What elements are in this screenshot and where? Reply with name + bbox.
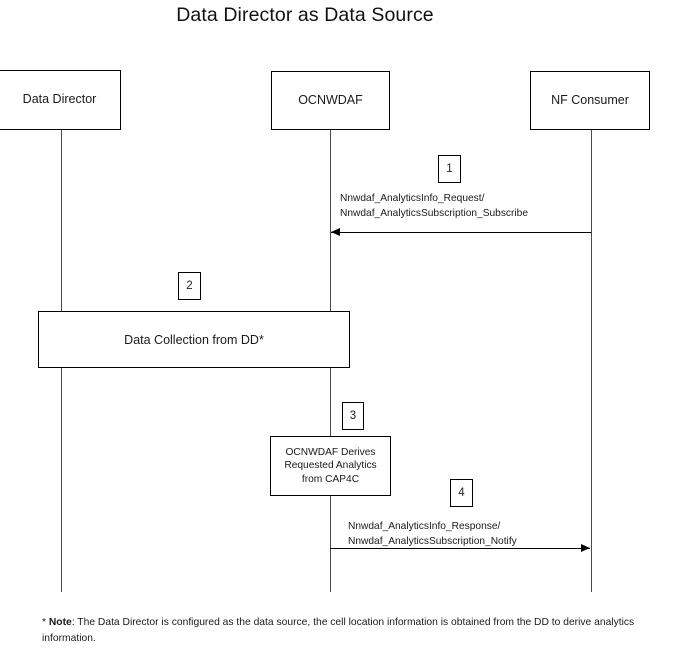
activity-box-3-line-2: Requested Analytics xyxy=(284,460,377,472)
activity-box-3-line-1: OCNWDAF Derives xyxy=(285,447,376,459)
activity-box-2-line-1: Data Collection from DD* xyxy=(124,332,264,347)
message-label-4-line-2: Nnwdaf_AnalyticsSubscription_Notify xyxy=(348,536,517,547)
footnote-text: : The Data Director is configured as the… xyxy=(42,617,635,644)
step-number-1-label: 1 xyxy=(446,163,453,175)
page-title: Data Director as Data Source xyxy=(176,4,434,26)
message-arrow-head-4 xyxy=(581,543,590,552)
step-number-4-label: 4 xyxy=(458,487,465,499)
step-number-3: 3 xyxy=(342,402,364,430)
footnote-label: Note xyxy=(48,617,72,628)
message-arrow-head-1 xyxy=(331,227,340,236)
message-arrow-line-1 xyxy=(331,231,591,233)
actor-label-ocnwdaf: OCNWDAF xyxy=(298,92,363,107)
footnote-marker: * xyxy=(42,617,49,628)
step-number-3-label: 3 xyxy=(349,410,357,422)
actor-box-ocnwdaf: OCNWDAF xyxy=(271,71,390,130)
footnote: * Note: The Data Director is configured … xyxy=(42,615,650,646)
message-label-4: Nnwdaf_AnalyticsInfo_Response/ Nnwdaf_An… xyxy=(348,519,517,549)
actor-box-nf-consumer: NF Consumer xyxy=(530,71,650,130)
message-label-4-line-1: Nnwdaf_AnalyticsInfo_Response/ xyxy=(348,521,501,532)
step-number-2: 2 xyxy=(178,272,201,300)
actor-label-nf-consumer: NF Consumer xyxy=(551,92,629,107)
step-number-1: 1 xyxy=(438,155,461,183)
step-number-2-label: 2 xyxy=(186,280,193,292)
message-label-1: Nnwdaf_AnalyticsInfo_Request/ Nnwdaf_Ana… xyxy=(340,191,528,221)
activity-box-2: Data Collection from DD* xyxy=(38,311,350,368)
message-arrow-line-4 xyxy=(330,547,590,549)
actor-box-data-director: Data Director xyxy=(0,70,121,130)
activity-box-3: OCNWDAF Derives Requested Analytics from… xyxy=(270,436,391,496)
lifeline-nf-consumer xyxy=(590,130,592,592)
message-label-1-line-2: Nnwdaf_AnalyticsSubscription_Subscribe xyxy=(340,208,529,219)
step-number-4: 4 xyxy=(450,479,473,507)
actor-label-data-director: Data Director xyxy=(22,92,97,107)
message-label-1-line-1: Nnwdaf_AnalyticsInfo_Request/ xyxy=(340,193,485,204)
activity-box-3-line-3: from CAP4C xyxy=(301,473,360,485)
